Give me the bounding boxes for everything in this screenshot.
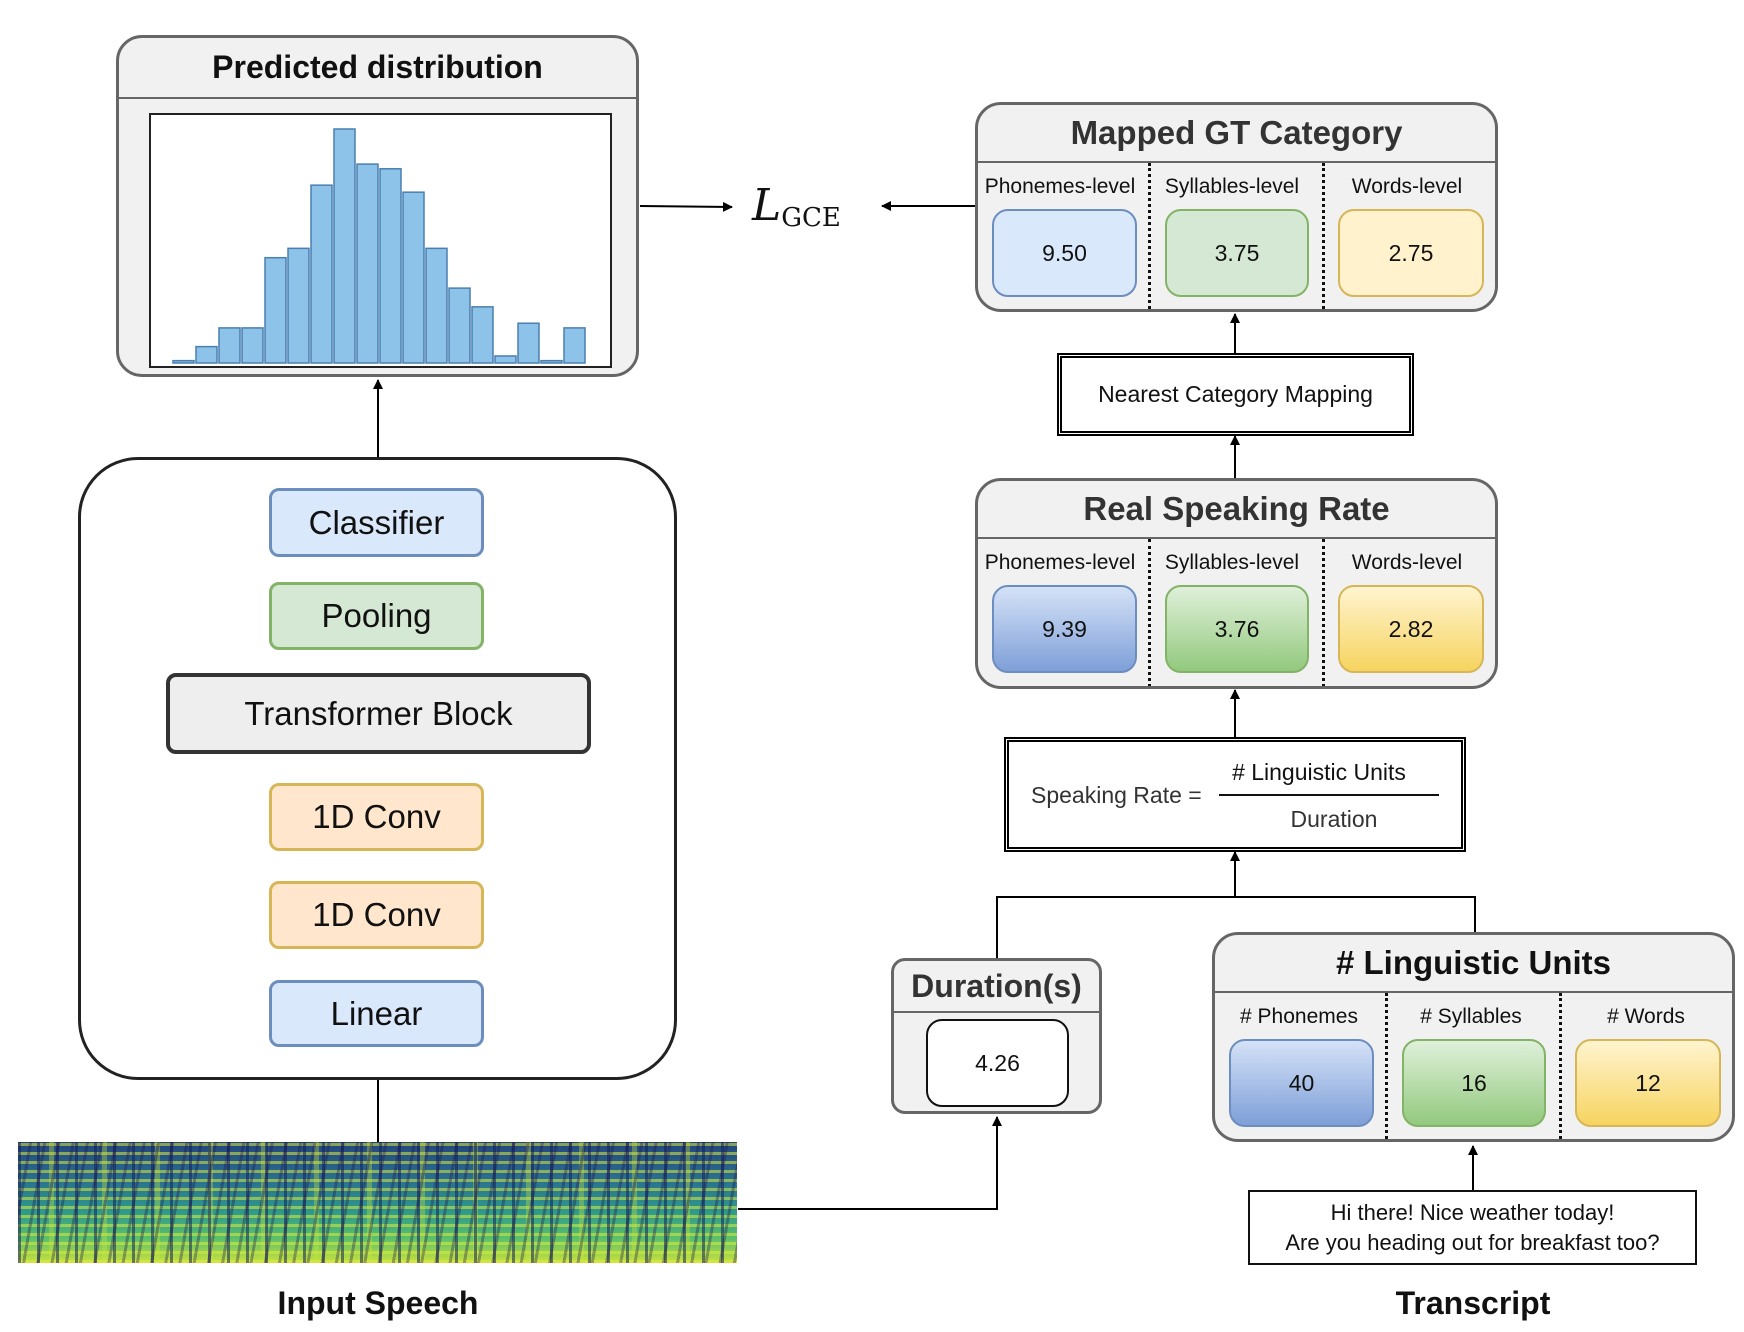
histogram-bar	[563, 327, 586, 364]
conv-block-upper: 1D Conv	[269, 783, 484, 851]
units-label-syllables: # Syllables	[1420, 1005, 1522, 1028]
histogram-bar	[517, 322, 540, 364]
units-label-words: # Words	[1607, 1005, 1685, 1028]
histogram-bar	[287, 247, 310, 364]
transcript-box: Hi there! Nice weather today! Are you he…	[1248, 1190, 1697, 1265]
mapped-gt-value-words: 2.75	[1338, 209, 1484, 297]
conv-block-lower: 1D Conv	[269, 881, 484, 949]
mapped-gt-divider-1	[1148, 163, 1151, 309]
loss-subscript: GCE	[781, 203, 841, 233]
transcript-line-1: Hi there! Nice weather today!	[1330, 1199, 1615, 1225]
input-speech-caption: Input Speech	[277, 1285, 479, 1321]
duration-value: 4.26	[926, 1019, 1069, 1107]
units-value-words: 12	[1575, 1039, 1721, 1127]
loss-main: L	[752, 180, 782, 231]
mapped-gt-title: Mapped GT Category	[978, 105, 1495, 163]
formula-numerator: # Linguistic Units	[1232, 759, 1406, 785]
histogram-bar	[402, 191, 425, 364]
histogram-bar	[241, 327, 264, 364]
predicted-distribution-panel: Predicted distribution	[116, 35, 639, 377]
units-divider-1	[1385, 993, 1388, 1139]
line-units-merge	[1235, 896, 1476, 932]
units-value-phonemes: 40	[1229, 1039, 1374, 1127]
duration-panel: Duration(s) 4.26	[891, 958, 1102, 1114]
mapped-gt-panel: Mapped GT Category Phonemes-level Syllab…	[975, 102, 1498, 312]
real-rate-label-words: Words-level	[1351, 551, 1463, 574]
histogram-bar	[448, 287, 471, 364]
histogram-bar	[264, 256, 287, 364]
mapped-gt-label-syllables: Syllables-level	[1164, 175, 1300, 198]
mapped-gt-divider-2	[1322, 163, 1325, 309]
histogram-bar	[471, 306, 494, 364]
histogram-bar	[172, 359, 195, 364]
classifier-block: Classifier	[269, 488, 484, 557]
real-speaking-rate-panel: Real Speaking Rate Phonemes-level Syllab…	[975, 478, 1498, 689]
mapped-gt-value-syllables: 3.75	[1165, 209, 1309, 297]
arrow-distribution-to-loss	[639, 201, 733, 212]
units-divider-2	[1559, 993, 1562, 1139]
spectrogram-noise	[18, 1142, 737, 1263]
units-value-syllables: 16	[1402, 1039, 1546, 1127]
formula-lhs: Speaking Rate =	[1031, 782, 1202, 808]
linear-block: Linear	[269, 980, 484, 1047]
transcript-caption: Transcript	[1395, 1285, 1551, 1321]
histogram-bar	[218, 327, 241, 364]
histogram-bar	[494, 355, 517, 364]
mapped-gt-value-phonemes: 9.50	[992, 209, 1137, 297]
real-rate-value-syllables: 3.76	[1165, 585, 1309, 673]
real-rate-label-phonemes: Phonemes-level	[984, 551, 1136, 574]
units-label-phonemes: # Phonemes	[1240, 1005, 1358, 1028]
pooling-block: Pooling	[269, 582, 484, 650]
histogram-bar	[356, 163, 379, 364]
linguistic-units-panel: # Linguistic Units # Phonemes # Syllable…	[1212, 932, 1735, 1142]
histogram-chart	[149, 113, 612, 368]
linguistic-units-title: # Linguistic Units	[1215, 935, 1732, 993]
formula-denominator: Duration	[1290, 806, 1378, 832]
model-container	[78, 457, 677, 1080]
line-duration-merge	[996, 896, 1235, 958]
input-spectrogram	[18, 1142, 737, 1263]
histogram-bar	[540, 359, 563, 364]
loss-label: LGCE	[752, 180, 872, 240]
real-rate-label-syllables: Syllables-level	[1164, 551, 1300, 574]
mapped-gt-label-words: Words-level	[1351, 175, 1463, 198]
transcript-line-2: Are you heading out for breakfast too?	[1285, 1229, 1660, 1255]
histogram-bar	[425, 247, 448, 364]
speaking-rate-formula-box: Speaking Rate = # Linguistic Units Durat…	[1004, 737, 1466, 852]
transformer-block: Transformer Block	[166, 673, 591, 754]
histogram-bar	[195, 345, 218, 364]
real-rate-value-phonemes: 9.39	[992, 585, 1137, 673]
histogram-bars	[172, 128, 586, 364]
formula-fraction-bar	[1219, 794, 1439, 796]
predicted-distribution-title: Predicted distribution	[119, 38, 636, 99]
arrow-spec-to-duration	[738, 1116, 1002, 1210]
real-rate-divider-2	[1322, 539, 1325, 686]
nearest-category-mapping-label: Nearest Category Mapping	[1098, 381, 1373, 407]
histogram-bar	[333, 128, 356, 364]
real-rate-divider-1	[1148, 539, 1151, 686]
real-speaking-rate-title: Real Speaking Rate	[978, 481, 1495, 539]
nearest-category-mapping-box: Nearest Category Mapping	[1057, 353, 1414, 436]
real-rate-value-words: 2.82	[1338, 585, 1484, 673]
histogram-bar	[379, 168, 402, 364]
mapped-gt-label-phonemes: Phonemes-level	[984, 175, 1136, 198]
histogram-bar	[310, 184, 333, 364]
duration-title: Duration(s)	[894, 961, 1099, 1013]
